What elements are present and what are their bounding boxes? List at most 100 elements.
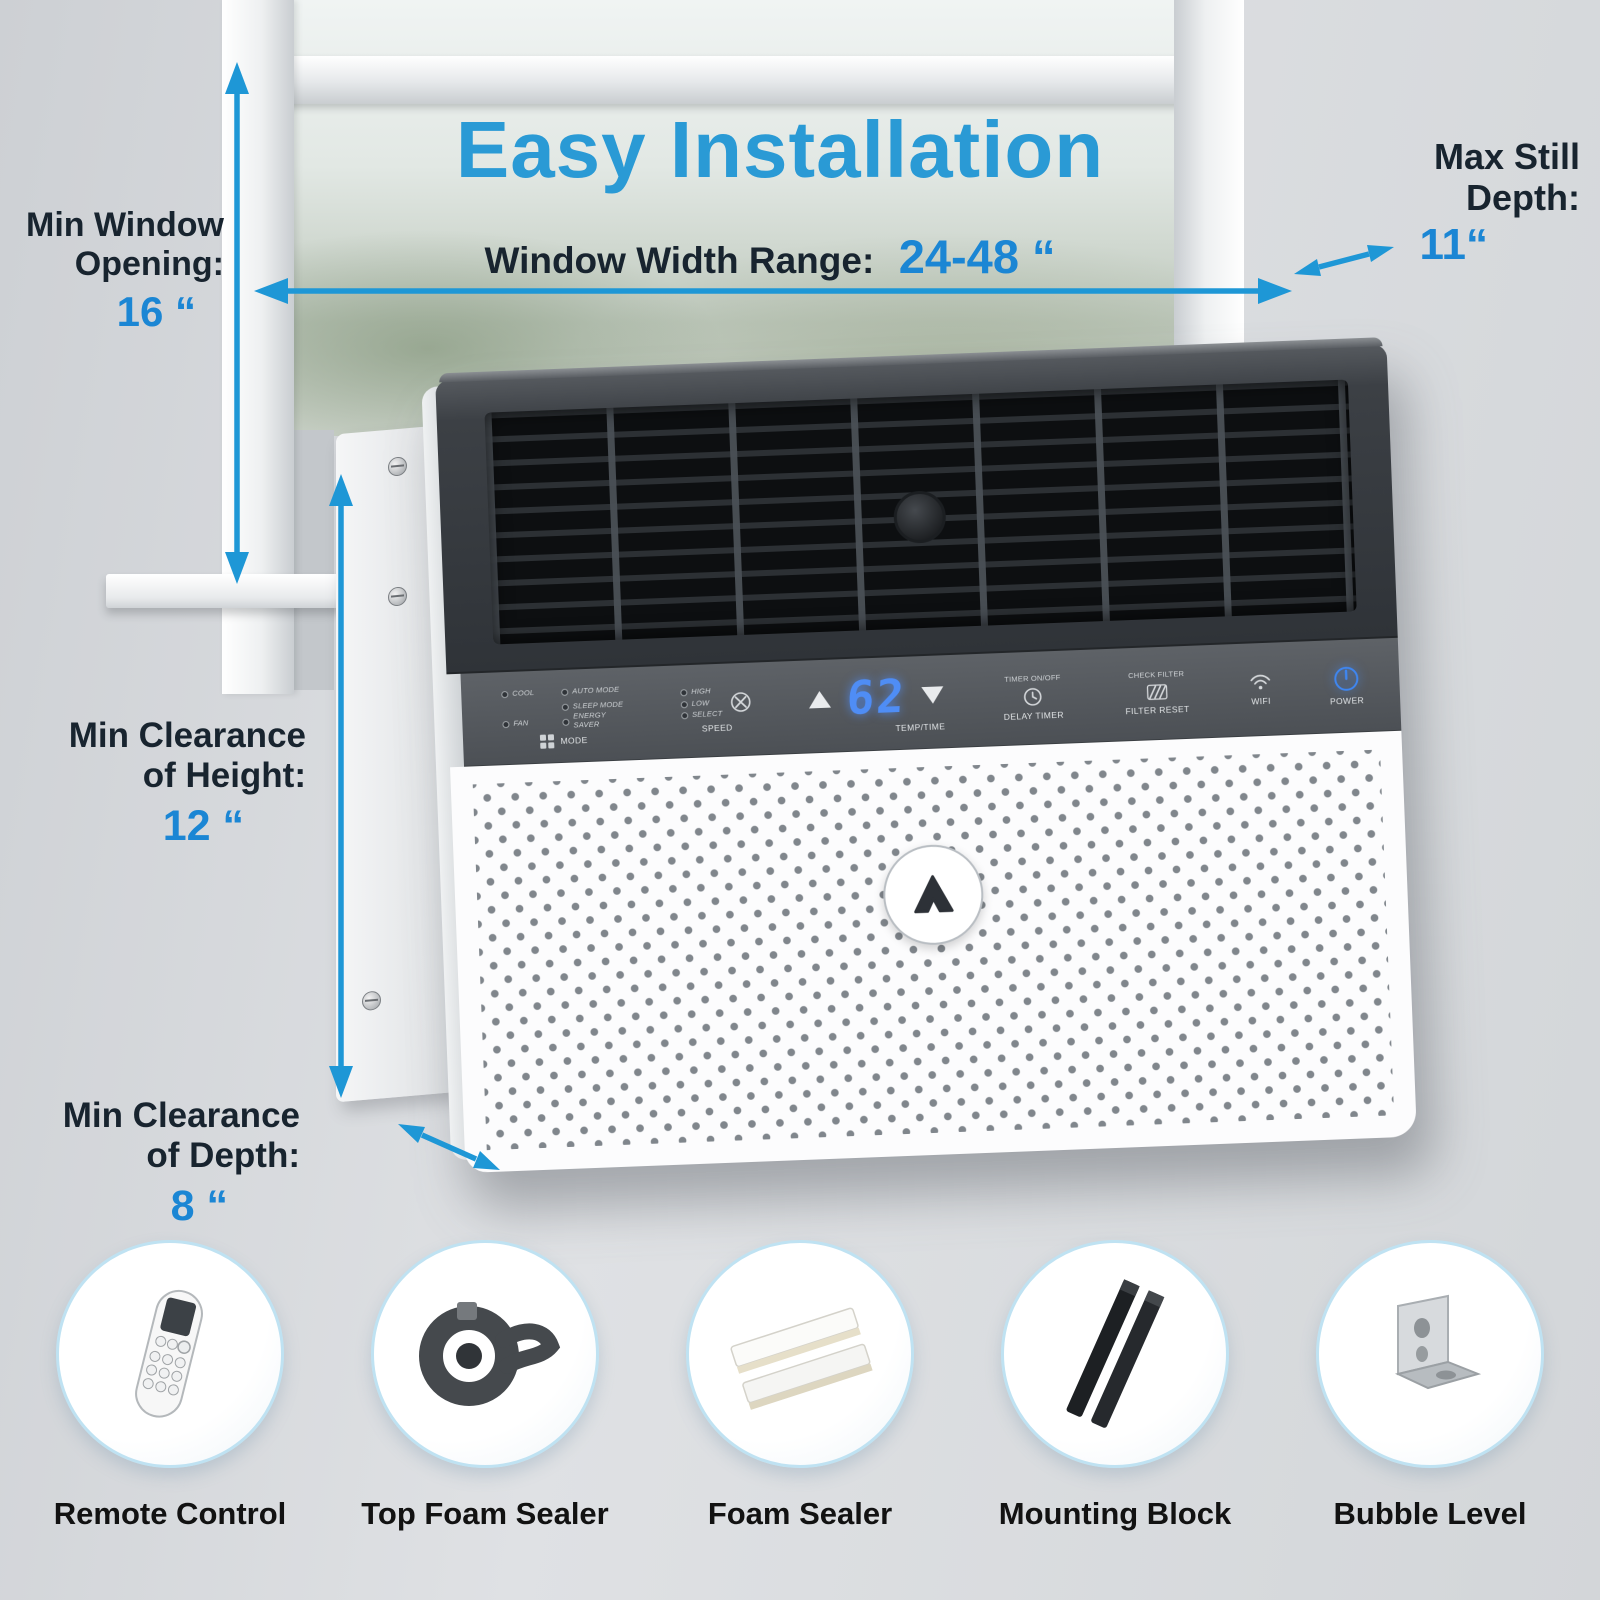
accessory-remote-control: Remote Control: [25, 1240, 315, 1532]
mode-indicator: AUTO MODE: [561, 684, 623, 696]
annotation-line: Depth:: [1466, 177, 1580, 219]
mode-indicator: SLEEP MODE: [561, 699, 624, 711]
high-label: HIGH: [690, 686, 711, 697]
auto-mode-label: AUTO MODE: [572, 684, 620, 696]
clock-icon: [1024, 688, 1042, 706]
annotation-line: of Depth:: [146, 1135, 300, 1175]
fan-label: FAN: [513, 717, 529, 728]
grille-perforation: [472, 749, 1395, 1151]
select-label: SELECT: [691, 709, 723, 720]
page-title: Easy Installation: [455, 105, 1105, 194]
accessory-top-foam-sealer: Top Foam Sealer: [340, 1240, 630, 1532]
wifi-label: WIFI: [1251, 695, 1272, 707]
annotation-line: Min Clearance: [62, 1096, 300, 1135]
accessory-mounting-block: Mounting Block: [970, 1240, 1260, 1532]
annotation-value: 16 “: [116, 287, 196, 335]
mode-button-label: MODE: [560, 734, 588, 746]
accessory-label: Mounting Block: [998, 1496, 1232, 1531]
annotation-value: 24-48 “: [898, 230, 1056, 283]
annotation-min-clearance-height: Min Clearance of Height: 12 “: [52, 716, 306, 851]
indicator-dot-icon: [562, 718, 570, 726]
speed-indicator: LOW: [680, 698, 722, 708]
indicator-dot-icon: [501, 690, 509, 698]
accessory-label: Bubble Level: [1333, 1496, 1527, 1531]
bubble-level-image: [1394, 1294, 1482, 1390]
temp-up-icon: [808, 690, 832, 708]
ac-control-panel: COOL AUTO MODE SLEEP MODE FAN ENERGY SAV…: [446, 637, 1402, 768]
mounting-block-image: [1066, 1279, 1165, 1428]
indicator-dot-icon: [561, 688, 569, 696]
top-foam-sealer-image: [419, 1302, 561, 1406]
annotation-min-window-opening: Min Window Opening: 16 “: [18, 206, 224, 335]
fan-speed-icon: [731, 692, 751, 712]
mode-group: COOL AUTO MODE SLEEP MODE FAN ENERGY SAV…: [501, 682, 625, 750]
indicator-dot-icon: [561, 703, 569, 711]
foam-sealer-image: [730, 1307, 873, 1410]
annotation-line: Max Still: [1433, 136, 1580, 177]
screw-icon: [388, 586, 407, 607]
annotation-min-clearance-depth: Min Clearance of Depth: 8 “: [48, 1096, 300, 1231]
annotation-value: 12 “: [162, 801, 244, 850]
speed-group: HIGH LOW SELECT SPEED: [680, 686, 753, 735]
speed-button-label: SPEED: [701, 722, 733, 734]
check-filter-label: CHECK FILTER: [1127, 668, 1185, 680]
remote-control-image: [135, 1289, 203, 1418]
wifi-icon: [1250, 674, 1271, 690]
annotation-label: Window Width Range:: [484, 240, 875, 281]
accessory-circle: [686, 1240, 914, 1468]
speed-indicator: HIGH: [680, 686, 722, 697]
annotation-max-still-depth: Max Still Depth: 11“: [1250, 136, 1590, 270]
timer-group: TIMER ON/OFF DELAY TIMER: [1000, 672, 1066, 723]
delay-timer-label: DELAY TIMER: [1003, 709, 1065, 723]
accessory-label: Top Foam Sealer: [361, 1496, 609, 1531]
mode-indicator: COOL: [501, 688, 553, 699]
indicator-dot-icon: [502, 720, 510, 728]
annotation-line: Min Window: [26, 206, 224, 244]
mode-indicator: ENERGY SAVER: [562, 711, 625, 731]
cool-label: COOL: [512, 687, 535, 698]
accessory-circle: [56, 1240, 284, 1468]
accessory-bubble-level: Bubble Level: [1285, 1240, 1575, 1532]
ac-front-grille: [450, 730, 1417, 1173]
temperature-group: 62 TEMP/TIME: [808, 668, 946, 736]
power-group: POWER: [1329, 665, 1365, 707]
accessory-foam-sealer: Foam Sealer: [655, 1240, 945, 1532]
indicator-dot-icon: [680, 700, 688, 708]
filter-reset-label: FILTER RESET: [1125, 704, 1190, 717]
wifi-group: WIFI: [1248, 672, 1273, 707]
accessory-circle: [1001, 1240, 1229, 1468]
accessories-row: Remote Control Top Foam Sealer: [0, 1240, 1600, 1532]
ac-vent-section: [435, 344, 1398, 675]
energy-saver-label: ENERGY SAVER: [573, 710, 607, 730]
annotation-value: 11“: [1419, 220, 1488, 270]
accessory-label: Remote Control: [53, 1496, 287, 1531]
screw-icon: [362, 990, 381, 1012]
brand-logo-icon: [914, 875, 954, 914]
power-icon: [1334, 666, 1359, 691]
power-label: POWER: [1329, 695, 1365, 707]
temperature-display: 62: [845, 668, 908, 726]
mode-grid-icon: [540, 733, 555, 749]
annotation-value: 8 “: [170, 1181, 228, 1230]
mode-indicator: FAN: [502, 718, 554, 729]
low-label: LOW: [691, 697, 710, 708]
temp-down-icon: [921, 685, 945, 704]
window-channel: [294, 430, 334, 690]
window-sash-rail: [284, 56, 1184, 104]
timer-onoff-label: TIMER ON/OFF: [1004, 672, 1061, 684]
annotation-line: Min Clearance: [68, 716, 306, 755]
indicator-dot-icon: [680, 712, 689, 720]
ac-unit: COOL AUTO MODE SLEEP MODE FAN ENERGY SAV…: [421, 344, 1417, 1173]
spacer: [502, 707, 554, 709]
annotation-line: of Height:: [142, 755, 306, 795]
indicator-dot-icon: [680, 688, 688, 697]
accessory-circle: [1316, 1240, 1544, 1468]
filter-icon: [1147, 684, 1168, 701]
sleep-mode-label: SLEEP MODE: [572, 699, 624, 711]
speed-indicator: SELECT: [680, 709, 723, 720]
accessory-circle: [371, 1240, 599, 1468]
temp-time-label: TEMP/TIME: [895, 721, 946, 734]
annotation-window-width-range: Window Width Range: 24-48 “: [370, 230, 1170, 284]
brand-logo: [881, 842, 986, 947]
